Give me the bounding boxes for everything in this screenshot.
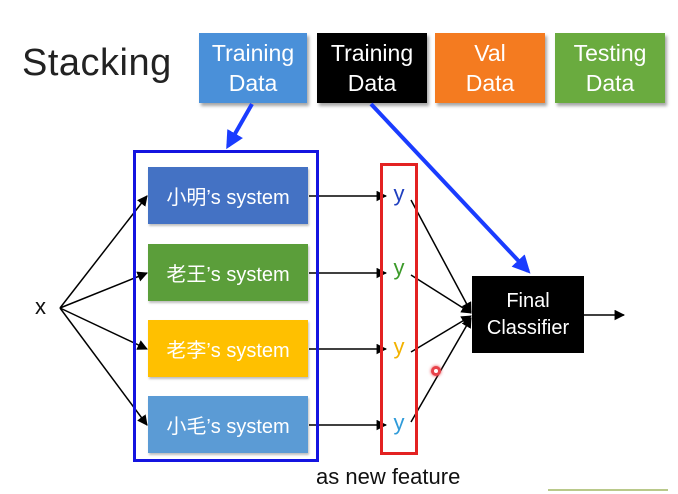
new-feature-caption: as new feature xyxy=(316,464,461,489)
blue-arrow-training-to-final xyxy=(369,102,531,274)
system-box-laoli: 老李’s system xyxy=(148,320,308,377)
training-data-box-1: Training Data xyxy=(199,33,307,103)
training-data-1-line2: Data xyxy=(228,70,278,96)
output-y-2: y xyxy=(393,255,405,280)
arrow-y4-to-final xyxy=(410,317,472,423)
testing-data-box: Testing Data xyxy=(555,33,665,103)
testing-data-line1: Testing xyxy=(573,40,647,66)
arrow-x-to-system-1 xyxy=(59,195,148,309)
final-classifier-box: Final Classifier xyxy=(472,276,584,353)
training-data-1-line1: Training xyxy=(211,40,295,66)
val-data-box: Val Data xyxy=(435,33,545,103)
arrow-x-to-system-2 xyxy=(59,271,148,309)
training-data-2-line1: Training xyxy=(330,40,414,66)
final-classifier-line2: Classifier xyxy=(486,316,570,339)
output-y-3: y xyxy=(393,334,405,359)
blue-arrow-training-to-systems xyxy=(226,103,254,150)
arrow-x-to-system-4 xyxy=(59,307,148,426)
system-box-xiaoming: 小明’s system xyxy=(148,167,308,224)
laser-pointer-icon xyxy=(431,366,441,376)
arrow-y2-to-final xyxy=(410,274,472,314)
val-data-line2: Data xyxy=(465,70,515,96)
arrow-x-to-system-3 xyxy=(59,307,148,350)
system-box-xiaomao: 小毛’s system xyxy=(148,396,308,453)
testing-data-line2: Data xyxy=(585,70,635,96)
arrow-y3-to-final xyxy=(410,315,472,353)
val-data-line1: Val xyxy=(474,40,506,66)
final-classifier-line1: Final xyxy=(506,289,550,312)
slide-title: Stacking xyxy=(22,42,172,84)
input-x-label: x xyxy=(35,294,46,319)
system-box-laowang: 老王’s system xyxy=(148,244,308,301)
training-data-2-line2: Data xyxy=(347,70,397,96)
output-y-1: y xyxy=(393,181,405,206)
outputs-group-frame xyxy=(380,163,418,455)
arrow-y1-to-final xyxy=(410,199,472,313)
bottom-strip xyxy=(548,489,668,491)
systems-group-frame xyxy=(133,150,319,462)
output-y-4: y xyxy=(393,410,405,435)
training-data-box-2: Training Data xyxy=(317,33,427,103)
